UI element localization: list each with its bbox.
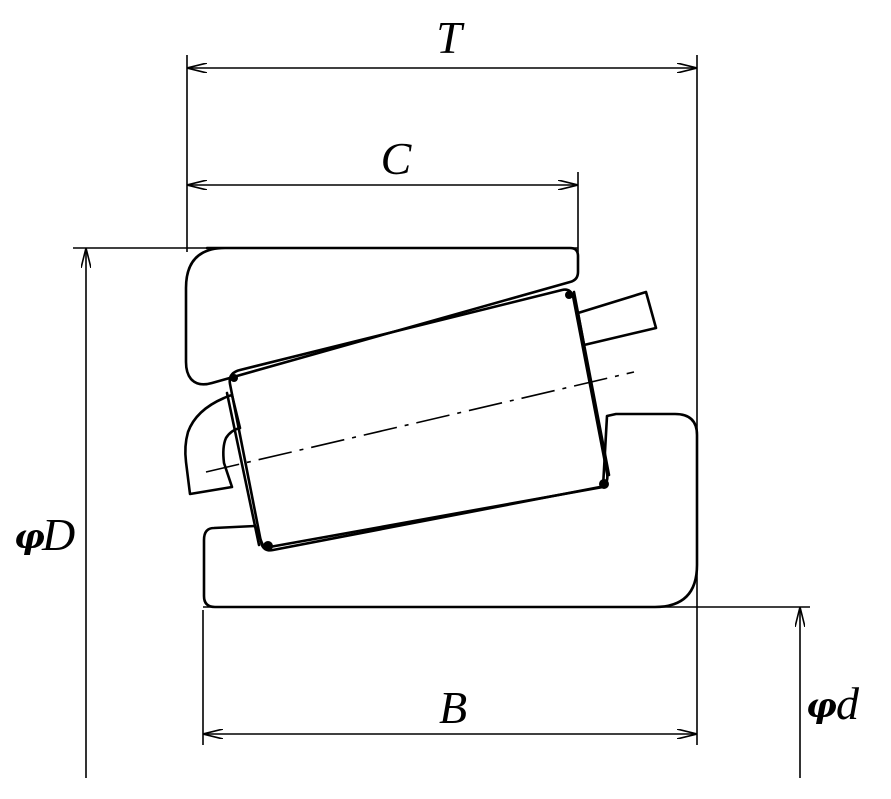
outer-ring [184, 246, 580, 386]
roller [228, 288, 609, 552]
roller-corner-fillet [230, 374, 238, 382]
cage-small-end [184, 393, 242, 496]
label-D: D [41, 509, 75, 560]
roller-corner-fillet [565, 291, 573, 299]
label-d-symbol: φ [806, 686, 837, 726]
cage-large-end [576, 290, 658, 347]
label-T: T [436, 12, 465, 63]
label-C: C [381, 133, 413, 184]
cage-strip-small [225, 391, 261, 547]
roller-corner-fillet [599, 479, 609, 489]
label-d: d [836, 678, 860, 729]
inner-ring [202, 412, 699, 609]
label-B: B [439, 682, 467, 733]
label-D-symbol: φ [14, 517, 45, 557]
roller-axis-centerline [205, 371, 635, 473]
roller-corner-fillet [263, 541, 273, 551]
